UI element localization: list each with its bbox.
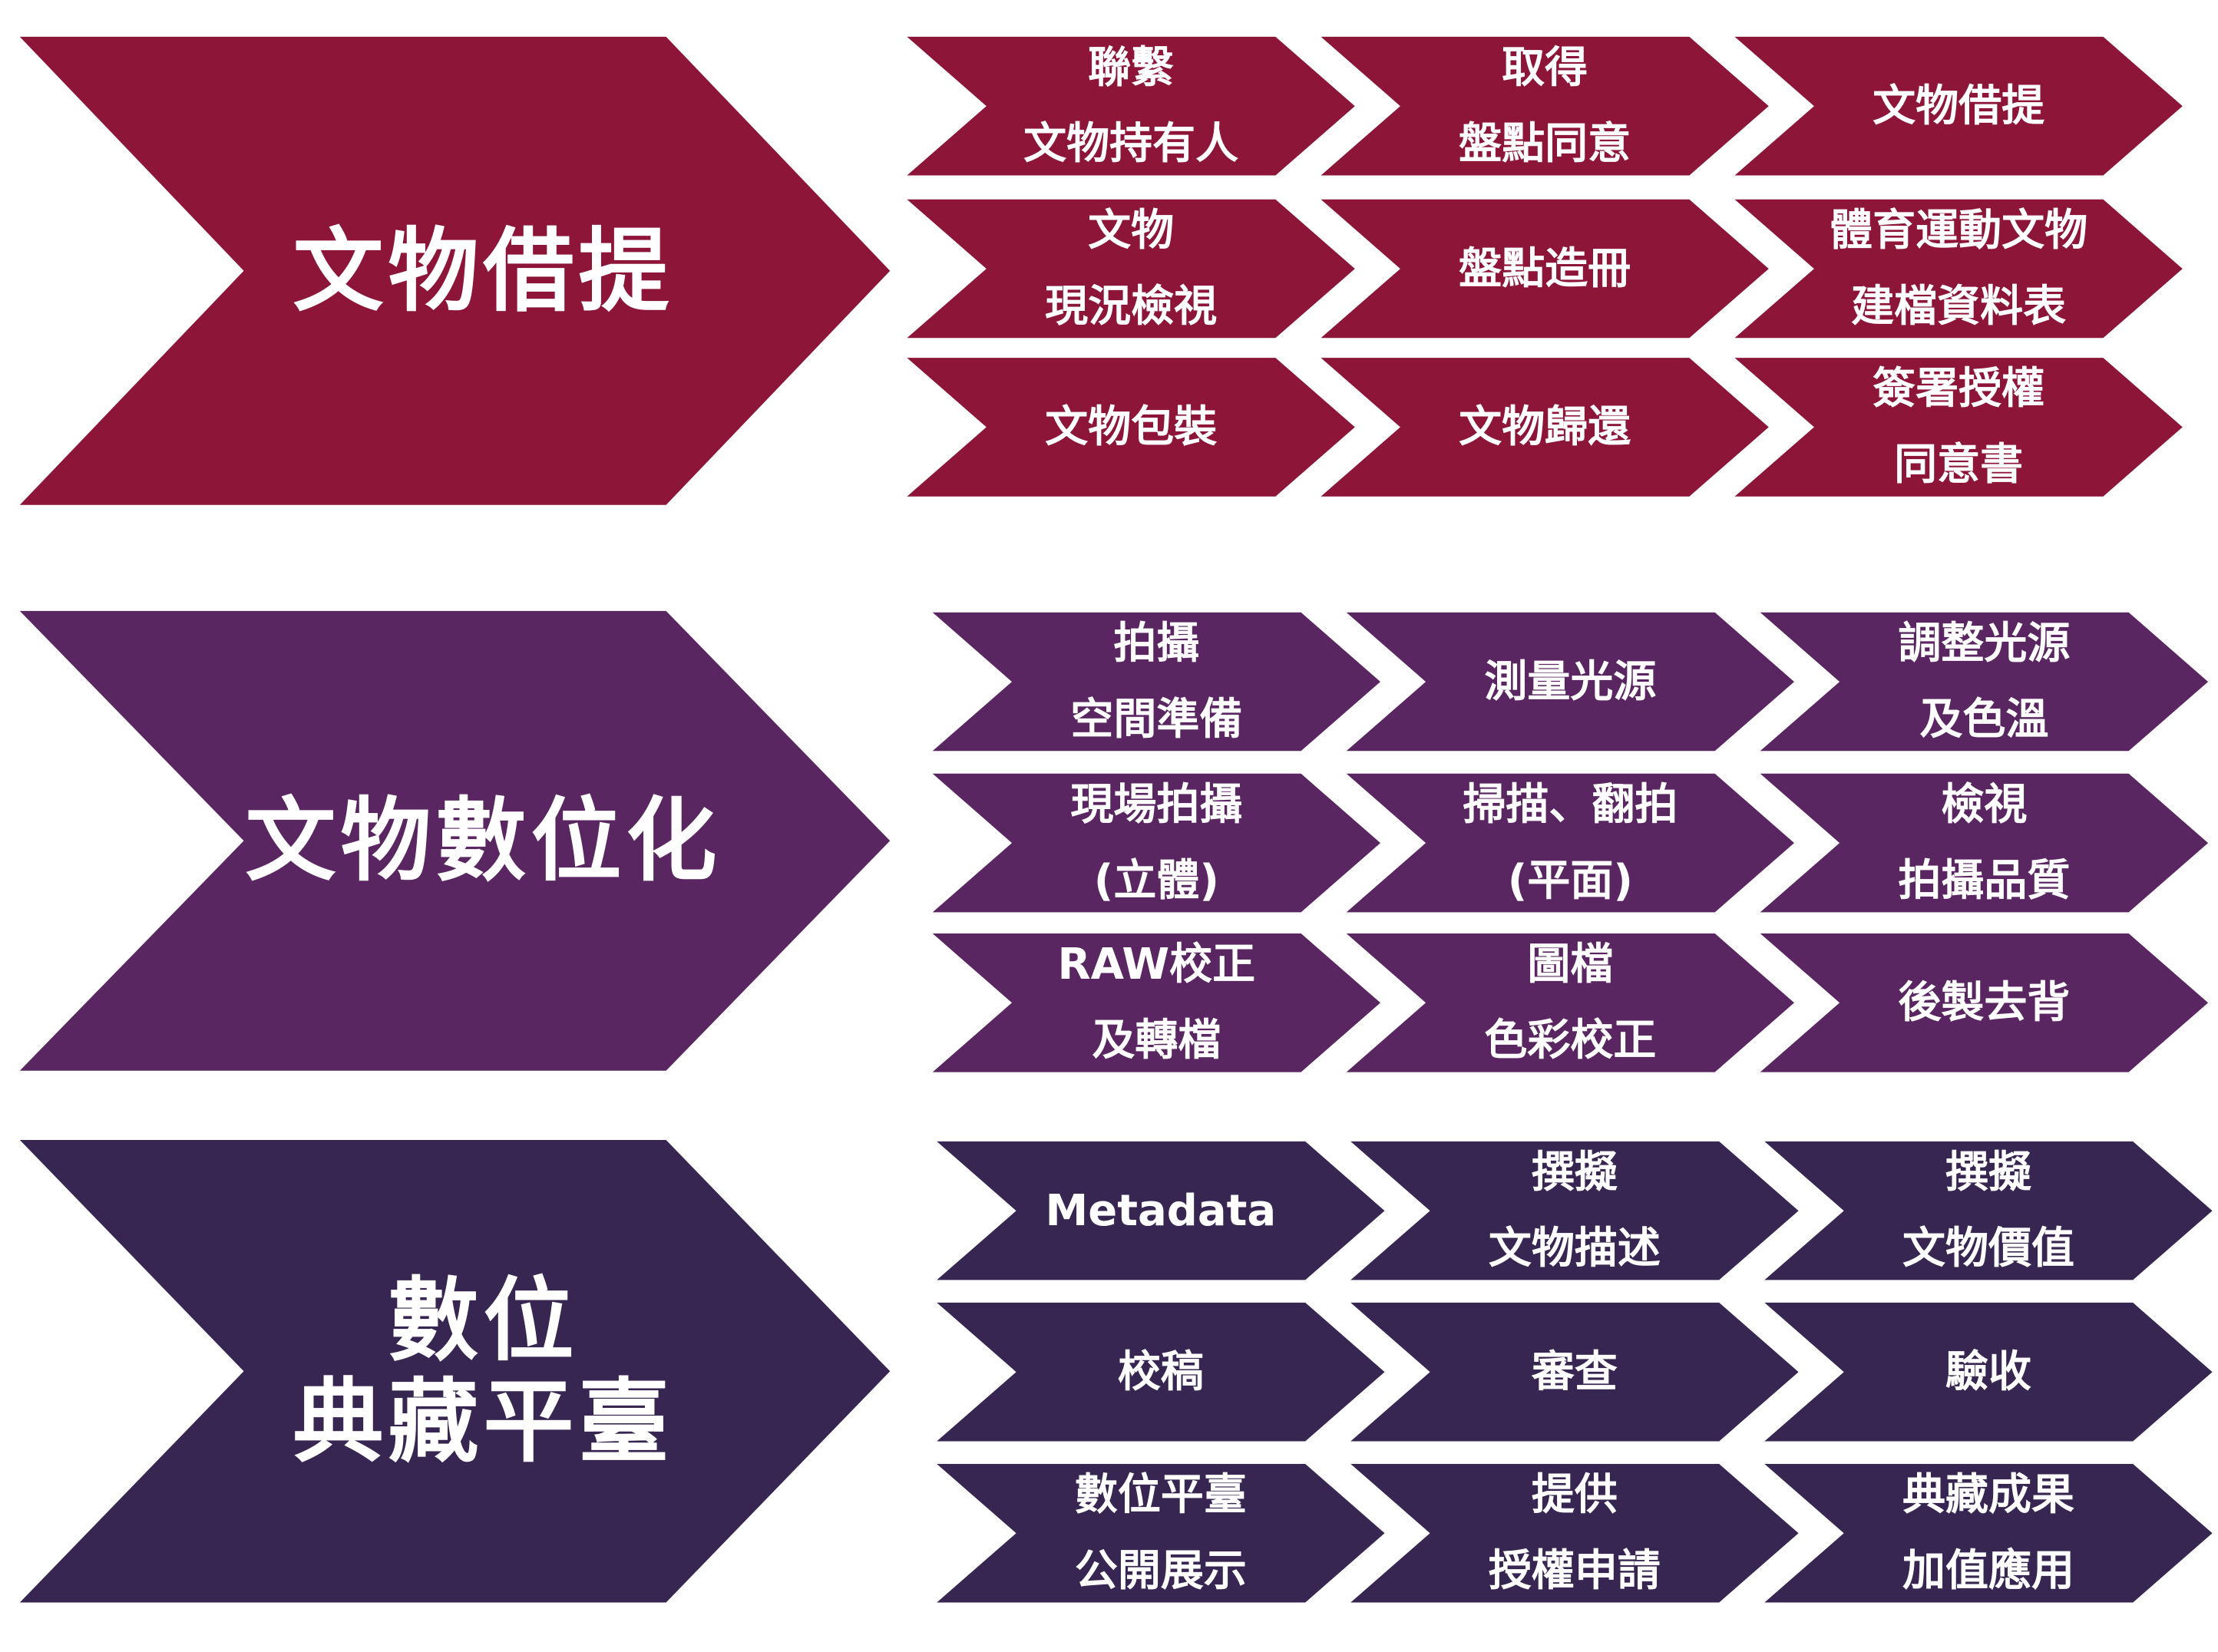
step-digitization-2-chevron <box>1346 612 1794 752</box>
step-loan-5-chevron <box>1321 199 1769 339</box>
section-platform-chevron <box>19 1140 891 1603</box>
step-loan-6-chevron <box>1734 199 2183 339</box>
step-loan-7-chevron <box>907 358 1355 497</box>
step-platform-2-chevron <box>1350 1141 1799 1280</box>
step-platform-4-chevron <box>937 1302 1385 1442</box>
step-loan-9-chevron <box>1734 358 2183 497</box>
step-digitization-5-chevron <box>1346 773 1794 913</box>
step-platform-9-chevron <box>1764 1464 2213 1603</box>
step-digitization-7-chevron <box>932 933 1380 1072</box>
step-digitization-9-chevron <box>1760 933 2209 1072</box>
step-platform-8-chevron <box>1350 1464 1799 1603</box>
step-digitization-6-chevron <box>1760 773 2209 913</box>
step-loan-4-chevron <box>907 199 1355 339</box>
step-digitization-8-chevron <box>1346 933 1794 1072</box>
step-platform-3-chevron <box>1764 1141 2213 1280</box>
step-loan-2-chevron <box>1321 36 1769 176</box>
step-digitization-3-chevron <box>1760 612 2209 752</box>
step-loan-8-chevron <box>1321 358 1769 497</box>
step-digitization-4-chevron <box>932 773 1380 913</box>
step-platform-1-chevron <box>937 1141 1385 1280</box>
step-platform-7-chevron <box>937 1464 1385 1603</box>
section-digitization-chevron <box>19 610 891 1071</box>
step-platform-5-chevron <box>1350 1302 1799 1442</box>
step-platform-6-chevron <box>1764 1302 2213 1442</box>
step-loan-1-chevron <box>907 36 1355 176</box>
step-loan-3-chevron <box>1734 36 2183 176</box>
section-loan-chevron <box>19 36 891 505</box>
step-digitization-1-chevron <box>932 612 1380 752</box>
